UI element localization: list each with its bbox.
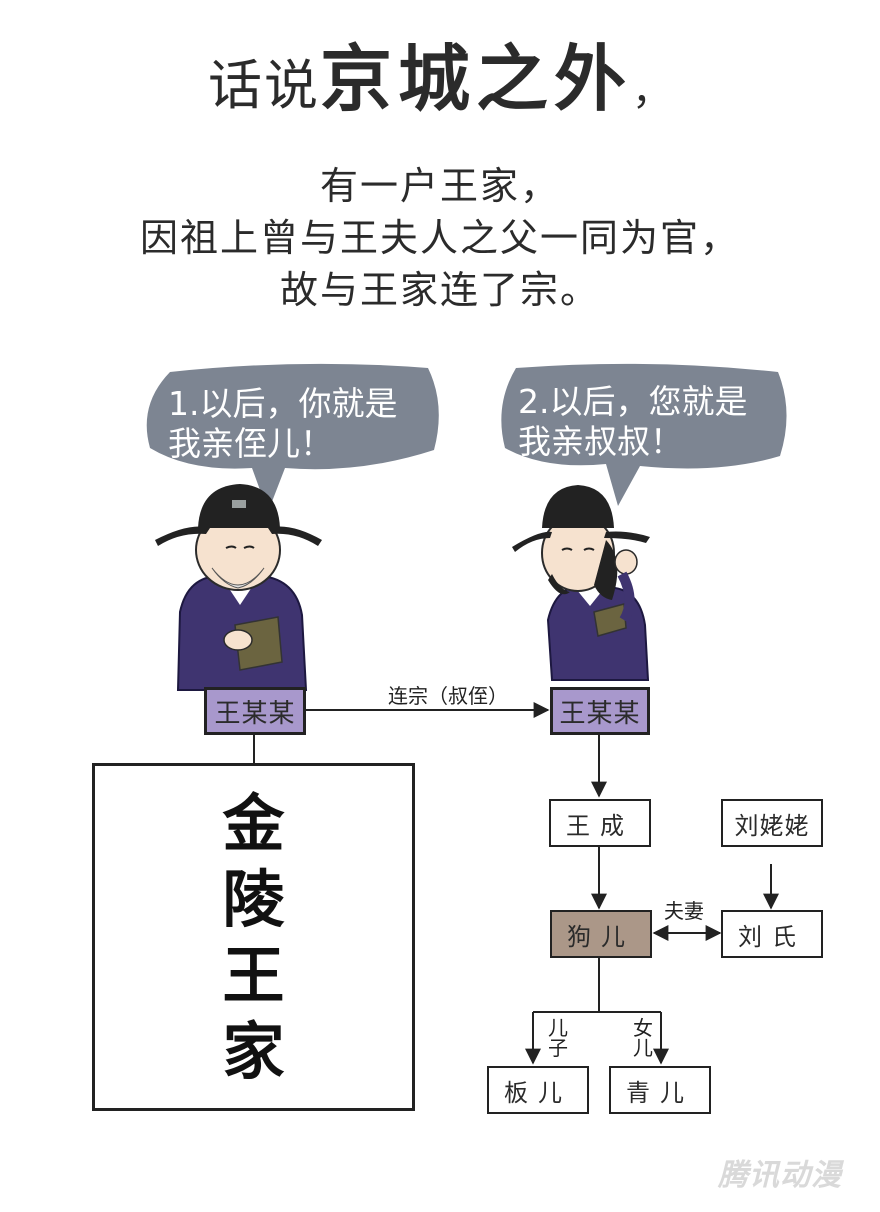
- elder-official-figure: [155, 484, 322, 691]
- label-erzi: 儿子: [548, 1016, 568, 1060]
- node-liu-laolao: 刘姥姥: [721, 799, 823, 847]
- speech-bubble-2: 2.以后，您就是 我亲叔叔！: [518, 382, 748, 462]
- speech-bubble-1: 1.以后，你就是 我亲侄儿！: [168, 384, 398, 464]
- jinling-wang-family-box: 金 陵 王 家: [92, 763, 415, 1111]
- node-wang-mou-left: 王某某: [204, 687, 306, 735]
- node-liu-shi: 刘氏: [721, 910, 823, 958]
- bubble-1-line-1: 1.以后，你就是: [168, 384, 398, 423]
- younger-official-figure: [512, 485, 650, 681]
- intro-line-1: 有一户王家，: [319, 164, 560, 208]
- page-title: 话说京城之外，: [0, 20, 880, 125]
- title-comma: ，: [632, 68, 672, 114]
- node-gou-er: 狗儿: [550, 910, 652, 958]
- jinling-char-2: 陵: [222, 863, 285, 936]
- label-fuqi: 夫妻: [664, 899, 704, 923]
- bubble-2-line-1: 2.以后，您就是: [518, 382, 748, 421]
- jinling-char-4: 家: [222, 1015, 285, 1088]
- label-lianzong: 连宗（叔侄）: [388, 684, 508, 708]
- node-wang-mou-right: 王某某: [550, 687, 650, 735]
- intro-text: 有一户王家， 因祖上曾与王夫人之父一同为官， 故与王家连了宗。: [0, 160, 880, 316]
- bubble-2-line-2: 我亲叔叔！: [518, 422, 683, 461]
- title-main: 京城之外: [319, 37, 632, 121]
- speech-bubble-1-shape: [146, 363, 439, 512]
- node-ban-er: 板儿: [487, 1066, 589, 1114]
- label-nver: 女儿: [633, 1016, 653, 1060]
- title-prefix: 话说: [207, 54, 320, 117]
- connector-lines: [253, 702, 779, 1065]
- speech-bubble-2-shape: [501, 363, 787, 506]
- intro-line-3: 故与王家连了宗。: [279, 268, 600, 312]
- intro-line-2: 因祖上曾与王夫人之父一同为官，: [139, 216, 740, 260]
- bubble-1-line-2: 我亲侄儿！: [168, 424, 333, 463]
- jinling-char-3: 王: [222, 939, 285, 1012]
- node-wang-cheng: 王成: [549, 799, 651, 847]
- jinling-char-1: 金: [222, 787, 285, 860]
- node-qing-er: 青儿: [609, 1066, 711, 1114]
- watermark-logo: 腾讯动漫: [718, 1158, 842, 1193]
- jinling-vertical-text: 金 陵 王 家: [95, 786, 412, 1090]
